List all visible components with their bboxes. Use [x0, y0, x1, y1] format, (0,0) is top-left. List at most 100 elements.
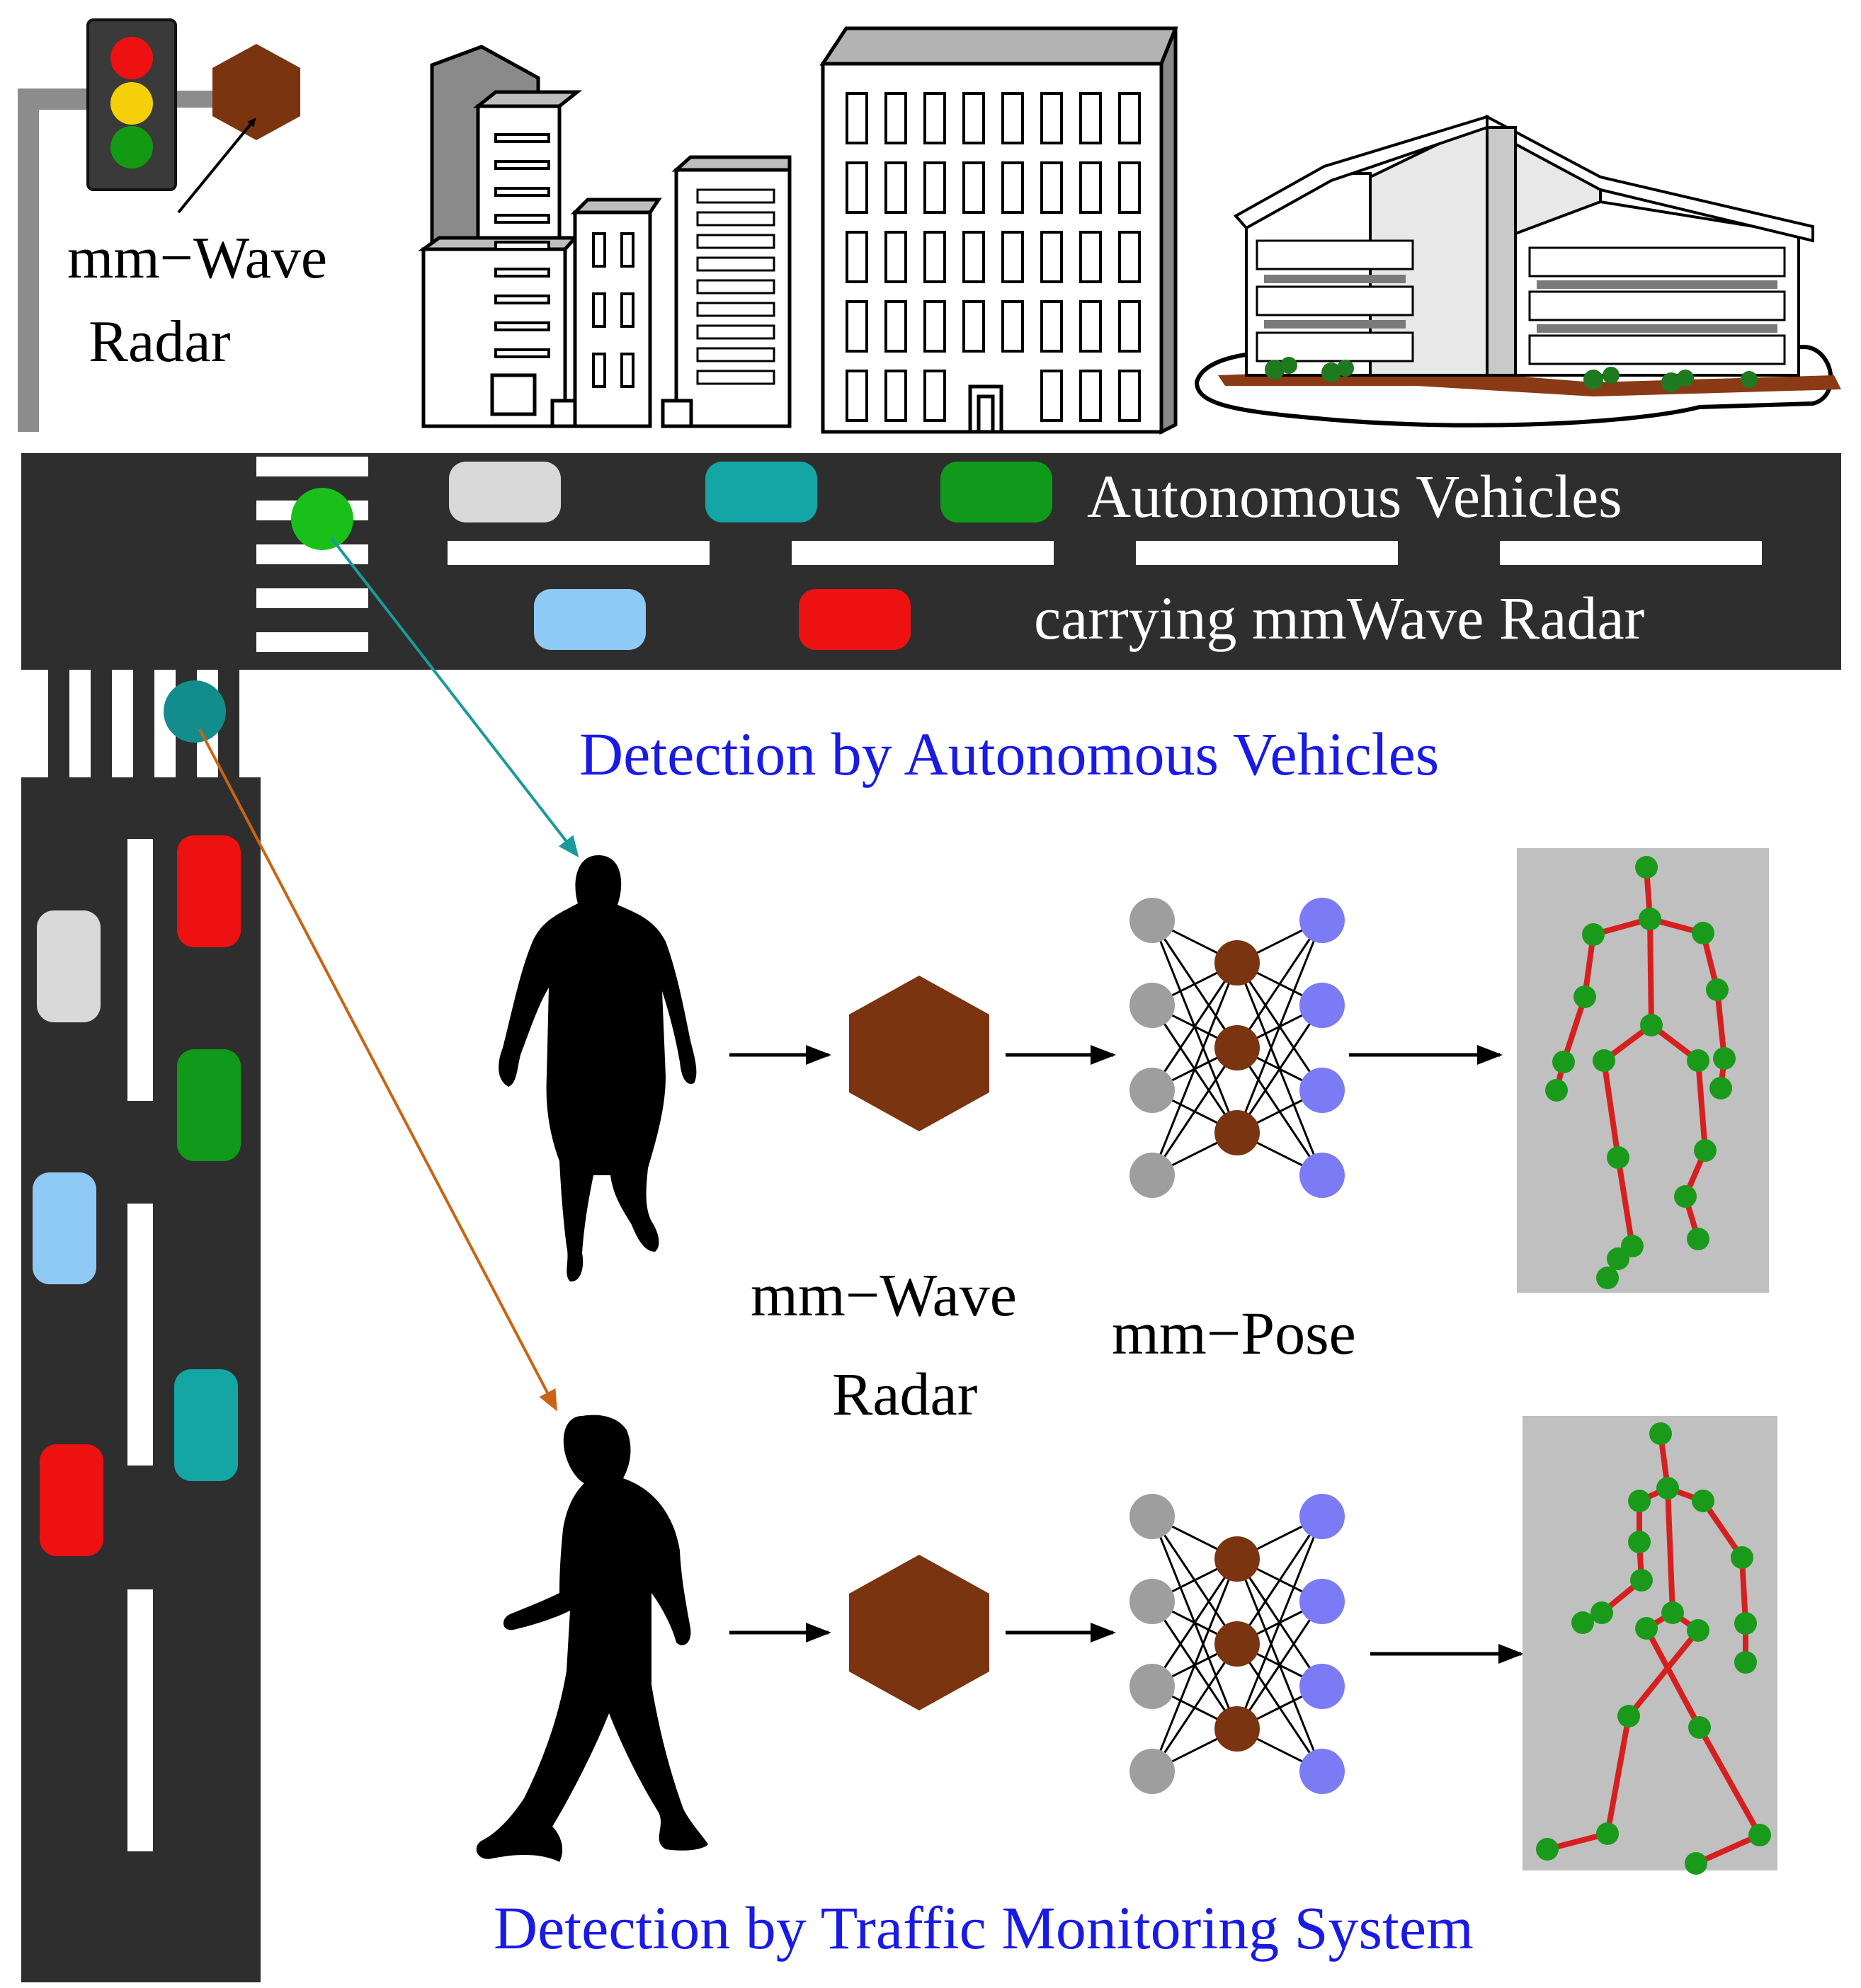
radar-label-line1: mm−Wave [751, 1261, 1017, 1329]
network-edge [1151, 1558, 1239, 1687]
skeleton-joint [1731, 1546, 1753, 1569]
lane-markings-vertical [127, 839, 153, 1851]
skeleton-joint [1685, 1852, 1707, 1875]
building-icon [418, 45, 792, 428]
network-edge [1236, 920, 1324, 1049]
input-node [1129, 1749, 1175, 1794]
skeleton-joint [1734, 1612, 1757, 1635]
network-edge [1151, 962, 1239, 1176]
window [1118, 161, 1141, 214]
lane-markings-horizontal [448, 541, 1762, 565]
hidden-node [1214, 1025, 1260, 1070]
skeleton-joint [1713, 1047, 1736, 1070]
skeleton-bone [1561, 995, 1588, 1063]
network-edge [1236, 1601, 1324, 1730]
window [846, 231, 868, 283]
output-node [1299, 1664, 1345, 1709]
window [923, 370, 946, 422]
skeleton-joint [1688, 1716, 1711, 1739]
office-building-icon [1194, 114, 1841, 428]
pedestrian-marker-teal [164, 680, 226, 743]
skeleton-joint [1635, 856, 1658, 879]
office-tower-icon [819, 26, 1178, 435]
skeleton-pose-icon [1536, 1422, 1771, 1875]
skeleton-joint [1573, 986, 1596, 1008]
skeleton-joint [1694, 1139, 1717, 1162]
walking-person-icon [499, 855, 697, 1282]
window [1118, 231, 1141, 283]
window [923, 300, 946, 353]
input-node [1129, 1579, 1175, 1624]
skeleton-bone [1644, 1627, 1702, 1729]
input-node [1129, 1494, 1175, 1539]
input-node [1129, 898, 1175, 943]
neural-network-icon [1129, 1494, 1345, 1794]
hidden-node [1214, 1621, 1260, 1667]
skeleton-joint [1687, 1228, 1709, 1250]
skeleton-joint [1661, 1601, 1684, 1624]
skeleton-joint [1635, 1617, 1658, 1640]
window [1118, 370, 1141, 422]
skeleton-joint [1582, 923, 1605, 946]
window [1118, 300, 1141, 353]
output-node [1299, 898, 1345, 943]
window [1079, 370, 1102, 422]
hidden-node [1214, 1110, 1260, 1155]
window [1079, 161, 1102, 214]
skeleton-bone [1626, 1628, 1701, 1718]
skeleton-joint [1590, 1601, 1613, 1624]
input-node [1129, 983, 1175, 1028]
window [846, 161, 868, 214]
radar-hexagon-icon [849, 976, 989, 1131]
window [923, 92, 946, 144]
skeleton-bone [1714, 989, 1727, 1059]
skeleton-bone [1601, 1060, 1621, 1158]
caption-traffic-monitoring: Detection by Traffic Monitoring System [494, 1894, 1474, 1962]
skeleton-joint [1748, 1824, 1771, 1846]
window [1040, 92, 1063, 144]
window [1079, 92, 1102, 144]
output-node [1299, 1068, 1345, 1113]
window [846, 92, 868, 144]
window [923, 161, 946, 214]
skeleton-pose-icon [1545, 856, 1736, 1289]
output-node [1299, 1579, 1345, 1624]
skeleton-joint [1734, 1651, 1757, 1674]
window [962, 161, 985, 214]
hidden-node [1214, 940, 1260, 986]
window [1001, 161, 1024, 214]
neural-network-icon [1129, 898, 1345, 1198]
window [846, 370, 868, 422]
input-node [1129, 1153, 1175, 1198]
skeleton-bone [1700, 1499, 1745, 1560]
window [1118, 92, 1141, 144]
skeleton-bone [1695, 1832, 1761, 1866]
car-teal [174, 1369, 238, 1481]
window [1040, 161, 1063, 214]
detection-arrow-orange [198, 729, 557, 1412]
radar-label-line2: Radar [832, 1360, 977, 1428]
hidden-node [1214, 1536, 1260, 1582]
network-edge [1151, 962, 1239, 1091]
car-blue [534, 589, 646, 650]
skeleton-joint [1687, 1049, 1709, 1072]
skeleton-joint [1536, 1838, 1559, 1861]
skeleton-joint [1596, 1822, 1619, 1845]
window [1079, 231, 1102, 283]
network-edge [1236, 1516, 1324, 1730]
skeleton-joint [1607, 1146, 1629, 1169]
crosswalk-top [256, 457, 368, 652]
window [923, 231, 946, 283]
network-edge [1236, 920, 1324, 1133]
skeleton-joint [1640, 1014, 1663, 1036]
output-node [1299, 983, 1345, 1028]
radar-label-line2: Radar [89, 309, 231, 375]
network-edge [1151, 1047, 1239, 1176]
skeleton-joint [1692, 922, 1714, 944]
caption-autonomous-vehicles: Detection by Autonomous Vehicles [579, 720, 1439, 788]
pedestrian-marker-green [291, 488, 353, 550]
skeleton-joint [1552, 1051, 1575, 1073]
crosswalk-left [21, 670, 261, 777]
network-edge [1151, 1558, 1239, 1772]
